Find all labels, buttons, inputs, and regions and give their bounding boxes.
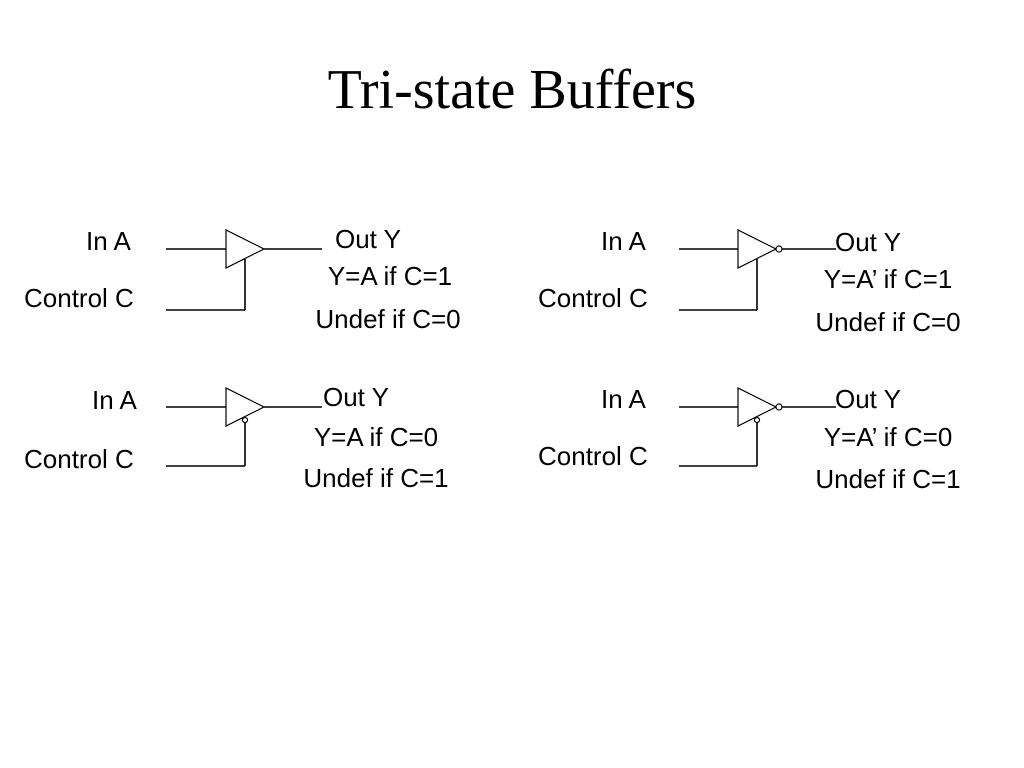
input-label: In A xyxy=(92,385,137,415)
output-label: Out Y xyxy=(323,382,390,412)
control-label: Control C xyxy=(538,441,648,471)
control-label: Control C xyxy=(24,283,134,313)
undefined-condition: Undef if C=1 xyxy=(303,463,449,493)
slide-title: Tri-state Buffers xyxy=(327,59,697,121)
output-label: Out Y xyxy=(835,227,902,257)
undefined-condition: Undef if C=1 xyxy=(815,464,961,494)
buffer-triangle-symbol xyxy=(225,229,266,269)
input-label: In A xyxy=(86,226,131,256)
input-label: In A xyxy=(601,226,646,256)
buffer-circuit-1 xyxy=(166,229,322,311)
output-label: Out Y xyxy=(835,384,902,414)
truth-condition: Y=A’ if C=0 xyxy=(823,422,953,452)
inversion-bubble xyxy=(775,245,783,253)
inversion-bubble xyxy=(775,403,783,411)
buffer-circuit-4 xyxy=(679,387,836,467)
buffer-triangle-symbol xyxy=(225,387,266,427)
truth-condition: Y=A if C=1 xyxy=(327,261,453,291)
buffer-circuit-3 xyxy=(166,387,322,467)
control-label: Control C xyxy=(538,283,648,313)
input-label: In A xyxy=(601,384,646,414)
output-label: Out Y xyxy=(335,224,402,254)
undefined-condition: Undef if C=0 xyxy=(815,307,961,337)
control-inversion-bubble xyxy=(241,416,249,424)
buffer-triangle-symbol xyxy=(737,387,778,427)
buffer-circuit-2 xyxy=(679,229,836,311)
control-label: Control C xyxy=(24,444,134,474)
truth-condition: Y=A’ if C=1 xyxy=(823,264,953,294)
undefined-condition: Undef if C=0 xyxy=(315,304,461,334)
control-inversion-bubble xyxy=(753,416,761,424)
truth-condition: Y=A if C=0 xyxy=(313,422,439,452)
buffer-triangle-symbol xyxy=(737,229,778,269)
